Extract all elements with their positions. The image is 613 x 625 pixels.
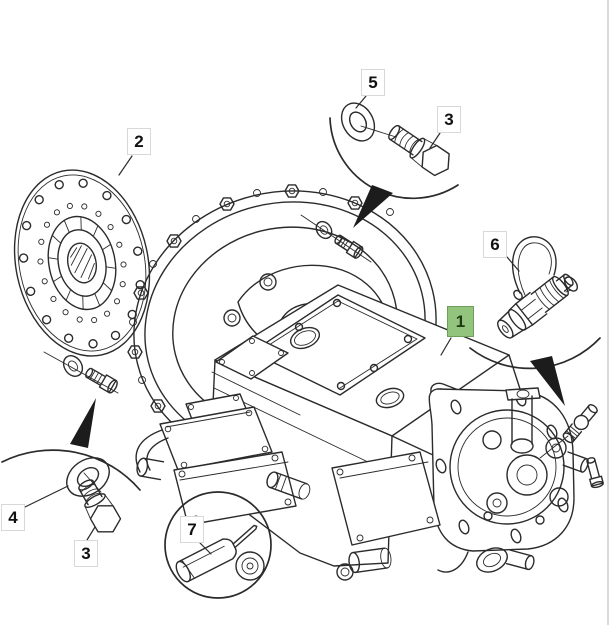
leader-line-3-top [429,132,441,149]
callout-5[interactable]: 5 [361,69,385,96]
sealant-tube-7 [175,524,258,583]
disc-spline-hub [66,242,98,284]
pointer-arrow-6 [530,356,565,406]
flywheel-disc [13,169,151,357]
pointer-arrow-top [353,185,393,228]
bolt-3-bottom [78,479,122,533]
leader-line-4 [24,485,69,508]
pump-body [135,284,604,581]
bottom-valve-block [331,451,441,581]
leader-lines [24,95,520,555]
page-right-border [607,0,609,625]
mounting-bolt-disc [43,351,119,394]
callout-3-bottom[interactable]: 3 [74,540,98,567]
leader-line-3-bottom [86,526,96,541]
callout-4[interactable]: 4 [1,504,25,531]
leader-line-5 [355,95,367,109]
pointer-arrow-bottom-left [70,398,96,448]
disc-inner-holes [37,202,127,324]
pump-top-cover [251,294,426,396]
detail-balloon-6 [469,236,601,370]
disc-spring-ring [47,215,117,311]
callout-6[interactable]: 6 [483,231,507,258]
callout-1[interactable]: 1 [447,306,474,337]
test-port-fitting-6 [497,236,579,339]
callout-2[interactable]: 2 [127,128,151,155]
leader-line-6 [506,256,520,272]
leader-line-7 [199,542,212,555]
lower-right-fittings [437,457,604,573]
bolt-3-top [388,124,450,177]
callout-3-top[interactable]: 3 [437,106,461,133]
detail-balloon-7 [164,491,272,599]
leader-line-1 [440,337,452,356]
gear-cluster [482,387,589,525]
mounting-bolt-top [300,214,372,263]
detail-balloon-bottom-left [1,449,141,533]
elbow-fitting [539,404,598,459]
washer-5 [340,102,376,142]
pump-left-plate [215,335,289,380]
leader-line-2 [118,155,133,176]
pump-end-cap-flange [428,387,589,552]
callout-7[interactable]: 7 [180,516,204,543]
valve-block-assembly [135,393,311,581]
